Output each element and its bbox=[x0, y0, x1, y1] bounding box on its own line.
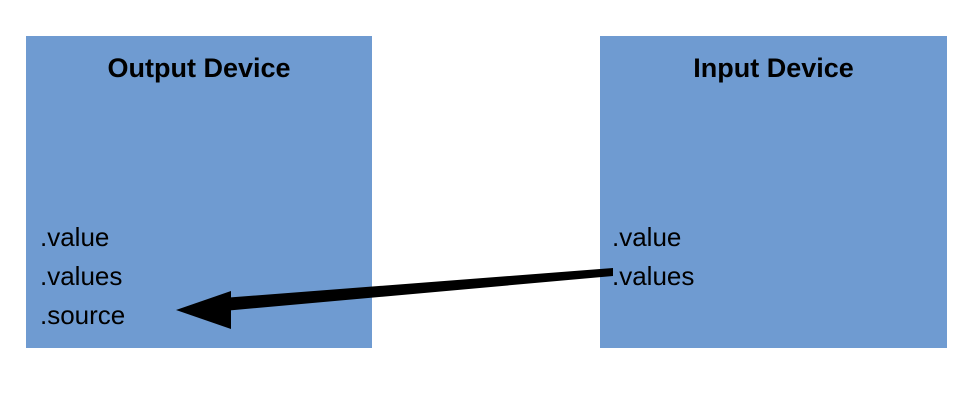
input-device-box: Input Device .value .values bbox=[600, 36, 947, 348]
output-device-box: Output Device .value .values .source bbox=[26, 36, 372, 348]
input-device-title: Input Device bbox=[693, 53, 854, 83]
output-device-property-list: .value .values .source bbox=[40, 218, 125, 335]
input-device-property-list: .value .values bbox=[612, 218, 694, 296]
output-device-title: Output Device bbox=[107, 53, 291, 83]
output-property-value: .value bbox=[40, 222, 110, 252]
input-property-value: .value bbox=[612, 222, 682, 252]
input-property-values: .values bbox=[612, 261, 695, 291]
output-property-values: .values bbox=[40, 261, 123, 291]
output-property-source: .source bbox=[40, 300, 126, 330]
